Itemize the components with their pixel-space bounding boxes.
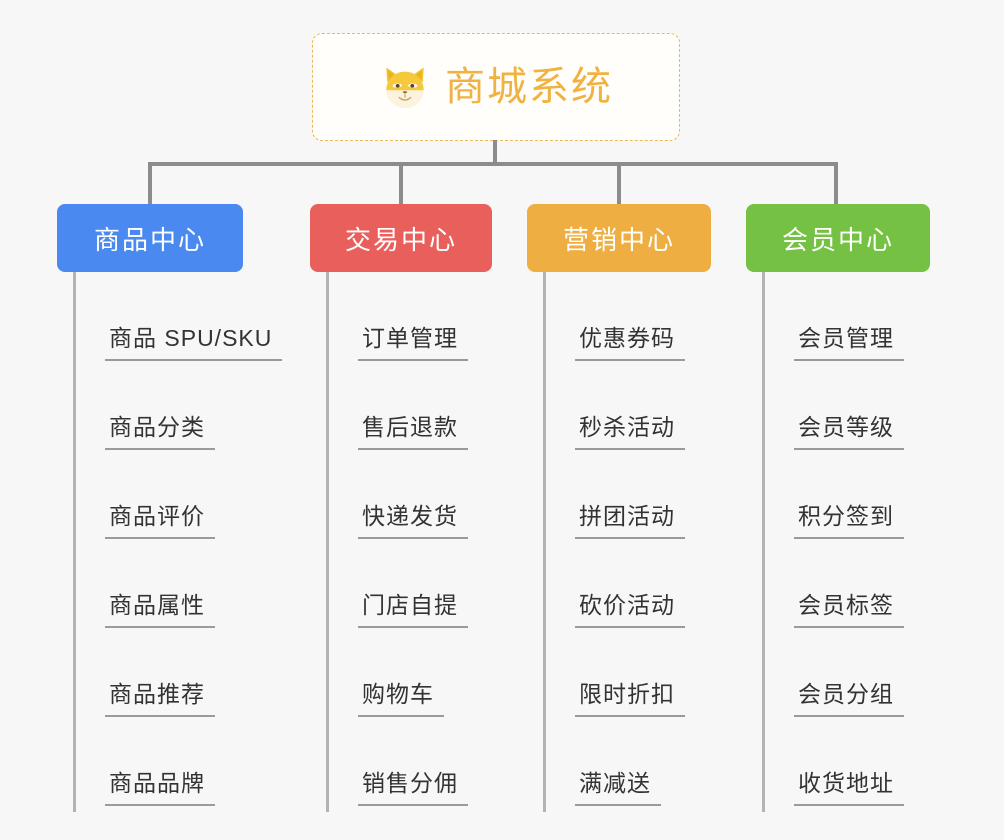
leaf-label: 会员管理 xyxy=(798,325,894,351)
leaf-label: 商品品牌 xyxy=(109,770,205,796)
leaf-label: 收货地址 xyxy=(798,770,894,796)
root-node[interactable]: 商城系统 xyxy=(312,33,680,141)
category-box-2[interactable]: 营销中心 xyxy=(527,204,711,272)
branch-spine xyxy=(73,272,76,812)
root-title: 商城系统 xyxy=(445,65,613,109)
leaf-item[interactable]: 收货地址 xyxy=(762,717,904,806)
leaf-label: 商品推荐 xyxy=(109,681,205,707)
branch-column-1: 订单管理 售后退款 快递发货 门店自提 购物车 销售分佣 xyxy=(326,272,468,812)
leaf-item[interactable]: 砍价活动 xyxy=(543,539,685,628)
shiba-dog-icon xyxy=(386,67,424,109)
category-box-0[interactable]: 商品中心 xyxy=(57,204,243,272)
leaf-item[interactable]: 秒杀活动 xyxy=(543,361,685,450)
leaf-label: 购物车 xyxy=(362,681,434,707)
leaf-item[interactable]: 商品评价 xyxy=(73,450,282,539)
connector-horizontal-bus xyxy=(148,162,838,166)
leaf-item[interactable]: 限时折扣 xyxy=(543,628,685,717)
leaf-item[interactable]: 门店自提 xyxy=(326,539,468,628)
connector-root-stem xyxy=(493,140,497,164)
branch-spine xyxy=(543,272,546,812)
leaf-label: 积分签到 xyxy=(798,503,894,529)
leaf-item[interactable]: 会员标签 xyxy=(762,539,904,628)
leaf-label: 会员标签 xyxy=(798,592,894,618)
leaf-item[interactable]: 商品推荐 xyxy=(73,628,282,717)
leaf-item[interactable]: 会员分组 xyxy=(762,628,904,717)
category-label: 商品中心 xyxy=(93,224,206,255)
leaf-item[interactable]: 会员管理 xyxy=(762,272,904,361)
category-label: 交易中心 xyxy=(344,224,457,255)
leaf-item[interactable]: 优惠券码 xyxy=(543,272,685,361)
leaf-item[interactable]: 销售分佣 xyxy=(326,717,468,806)
leaf-label: 商品分类 xyxy=(109,414,205,440)
leaf-label: 拼团活动 xyxy=(579,503,675,529)
category-box-1[interactable]: 交易中心 xyxy=(310,204,492,272)
leaf-label: 商品属性 xyxy=(109,592,205,618)
category-box-3[interactable]: 会员中心 xyxy=(746,204,930,272)
leaf-item[interactable]: 会员等级 xyxy=(762,361,904,450)
branch-spine xyxy=(762,272,765,812)
leaf-label: 商品评价 xyxy=(109,503,205,529)
leaf-label: 销售分佣 xyxy=(362,770,458,796)
leaf-label: 会员分组 xyxy=(798,681,894,707)
leaf-item[interactable]: 售后退款 xyxy=(326,361,468,450)
branch-column-3: 会员管理 会员等级 积分签到 会员标签 会员分组 收货地址 xyxy=(762,272,904,812)
leaf-label: 售后退款 xyxy=(362,414,458,440)
leaf-item[interactable]: 快递发货 xyxy=(326,450,468,539)
leaf-item[interactable]: 商品分类 xyxy=(73,361,282,450)
connector-drop-2 xyxy=(399,162,403,204)
leaf-label: 满减送 xyxy=(579,770,651,796)
leaf-label: 优惠券码 xyxy=(579,325,675,351)
category-label: 营销中心 xyxy=(562,224,675,255)
leaf-item[interactable]: 购物车 xyxy=(326,628,468,717)
leaf-label: 秒杀活动 xyxy=(579,414,675,440)
leaf-item[interactable]: 订单管理 xyxy=(326,272,468,361)
leaf-item[interactable]: 商品品牌 xyxy=(73,717,282,806)
leaf-item[interactable]: 积分签到 xyxy=(762,450,904,539)
branch-spine xyxy=(326,272,329,812)
leaf-item[interactable]: 商品属性 xyxy=(73,539,282,628)
leaf-label: 会员等级 xyxy=(798,414,894,440)
category-label: 会员中心 xyxy=(781,224,894,255)
leaf-item[interactable]: 拼团活动 xyxy=(543,450,685,539)
branch-column-0: 商品 SPU/SKU 商品分类 商品评价 商品属性 商品推荐 商品品牌 xyxy=(73,272,283,812)
leaf-item[interactable]: 满减送 xyxy=(543,717,685,806)
leaf-label: 订单管理 xyxy=(362,325,458,351)
branch-column-2: 优惠券码 秒杀活动 拼团活动 砍价活动 限时折扣 满减送 xyxy=(543,272,685,812)
leaf-label: 快递发货 xyxy=(362,503,458,529)
leaf-label: 砍价活动 xyxy=(579,592,675,618)
leaf-label: 限时折扣 xyxy=(579,681,675,707)
leaf-label: 门店自提 xyxy=(362,592,458,618)
connector-drop-1 xyxy=(148,162,152,204)
leaf-label: 商品 SPU/SKU xyxy=(109,325,273,351)
leaf-item[interactable]: 商品 SPU/SKU xyxy=(73,272,283,361)
connector-drop-3 xyxy=(617,162,621,204)
connector-drop-4 xyxy=(834,162,838,204)
